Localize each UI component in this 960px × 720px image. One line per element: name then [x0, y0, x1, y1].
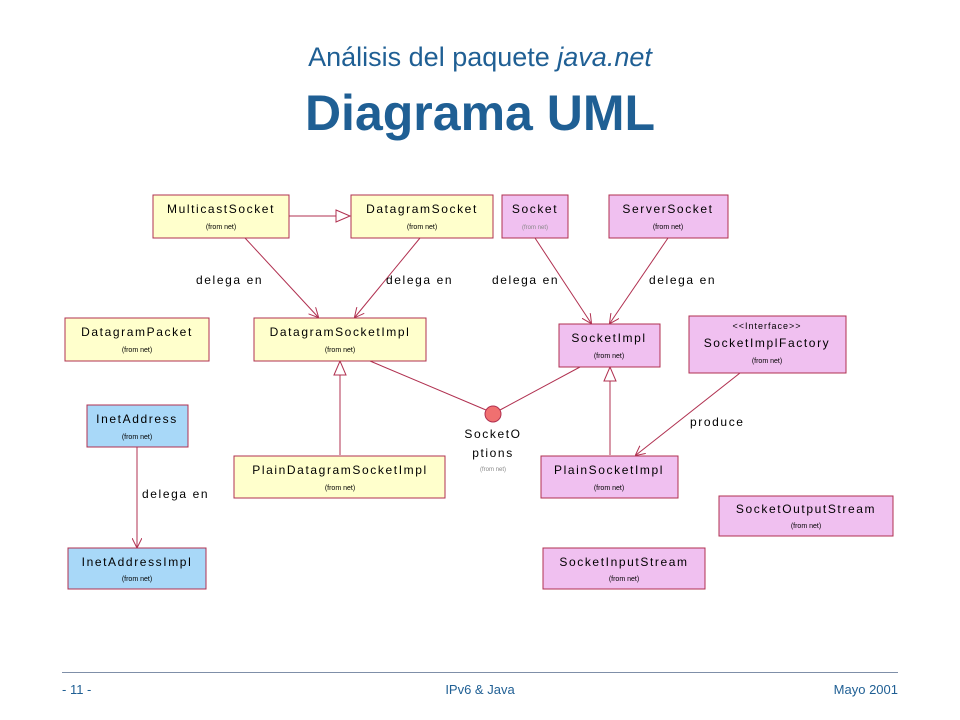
- class-name: SocketImpl: [571, 331, 646, 345]
- delega-socket-simpl: [534, 237, 591, 323]
- footer-date: Mayo 2001: [833, 682, 898, 697]
- class-plain-datagram-socket-impl[interactable]: PlainDatagramSocketImpl (from net): [233, 455, 446, 499]
- label-delega-en-4: delega en: [649, 273, 716, 287]
- delega-serversocket-simpl: [610, 237, 669, 323]
- interface-package: (from net): [480, 467, 506, 473]
- interface-socket-options[interactable]: SocketO ptions (from net): [464, 405, 521, 473]
- class-name: Socket: [512, 202, 558, 216]
- interface-name-line1: SocketO: [464, 427, 521, 441]
- class-package: (from net): [594, 353, 624, 360]
- class-plain-socket-impl[interactable]: PlainSocketImpl (from net): [540, 455, 679, 499]
- slide-subtitle: Análisis del paquete java.net: [0, 42, 960, 73]
- class-socket-output-stream[interactable]: SocketOutputStream (from net): [718, 495, 894, 537]
- class-datagram-packet[interactable]: DatagramPacket (from net): [64, 317, 210, 362]
- class-name: SocketInputStream: [559, 555, 688, 569]
- class-name: MulticastSocket: [167, 202, 275, 216]
- label-produce: produce: [690, 415, 745, 429]
- class-package: (from net): [522, 225, 548, 231]
- interface-circle-icon: [484, 405, 502, 423]
- delega-datagram-dsimpl: [355, 237, 421, 317]
- class-multicast-socket[interactable]: MulticastSocket (from net): [152, 194, 290, 239]
- class-package: (from net): [609, 576, 639, 583]
- footer-divider: [62, 672, 898, 673]
- class-package: (from net): [122, 434, 152, 441]
- label-delega-en-1: delega en: [196, 273, 263, 287]
- class-name: InetAddressImpl: [82, 555, 193, 569]
- simpl-socketoptions: [499, 366, 581, 411]
- class-socket-impl[interactable]: SocketImpl (from net): [558, 323, 661, 368]
- class-package: (from net): [325, 485, 355, 492]
- class-package: (from net): [122, 576, 152, 583]
- class-package: (from net): [653, 224, 683, 231]
- class-name: DatagramPacket: [81, 325, 193, 339]
- class-name: ServerSocket: [622, 202, 713, 216]
- delega-multicast-dsimpl: [244, 237, 318, 317]
- connectors: [137, 216, 741, 547]
- class-name: InetAddress: [96, 412, 178, 426]
- slide-title: Diagrama UML: [304, 85, 656, 141]
- class-name: PlainSocketImpl: [554, 463, 664, 477]
- label-delega-en-5: delega en: [142, 487, 209, 501]
- interface-stereotype: <<Interface>>: [732, 321, 801, 331]
- class-socket[interactable]: Socket (from net): [501, 194, 569, 239]
- class-name: DatagramSocket: [366, 202, 478, 216]
- label-delega-en-3: delega en: [492, 273, 559, 287]
- subtitle-package: java.net: [557, 42, 652, 72]
- footer-center-text: IPv6 & Java: [445, 682, 515, 697]
- footer-page-number: - 11 -: [62, 682, 92, 697]
- class-package: (from net): [206, 224, 236, 231]
- label-delega-en-2: delega en: [386, 273, 453, 287]
- class-datagram-socket[interactable]: DatagramSocket (from net): [350, 194, 494, 239]
- class-package: (from net): [407, 224, 437, 231]
- class-inet-address-impl[interactable]: InetAddressImpl (from net): [67, 547, 207, 590]
- class-package: (from net): [325, 347, 355, 354]
- class-datagram-socket-impl[interactable]: DatagramSocketImpl (from net): [253, 317, 427, 362]
- class-package: (from net): [791, 523, 821, 530]
- class-socket-input-stream[interactable]: SocketInputStream (from net): [542, 547, 706, 590]
- class-name: PlainDatagramSocketImpl: [252, 463, 428, 477]
- subtitle-prefix: Análisis del paquete: [308, 42, 558, 72]
- class-name: DatagramSocketImpl: [270, 325, 411, 339]
- class-name: SocketImplFactory: [704, 336, 831, 350]
- produce-factory-plainsocket: [636, 372, 741, 455]
- interface-socket-impl-factory[interactable]: <<Interface>> SocketImplFactory (from ne…: [688, 315, 847, 374]
- class-package: (from net): [594, 485, 624, 492]
- interface-name-line2: ptions: [472, 446, 514, 460]
- class-name: SocketOutputStream: [736, 502, 876, 516]
- dsimpl-socketoptions: [369, 360, 487, 411]
- class-package: (from net): [752, 358, 782, 365]
- class-inet-address[interactable]: InetAddress (from net): [86, 404, 189, 448]
- class-server-socket[interactable]: ServerSocket (from net): [608, 194, 729, 239]
- class-package: (from net): [122, 347, 152, 354]
